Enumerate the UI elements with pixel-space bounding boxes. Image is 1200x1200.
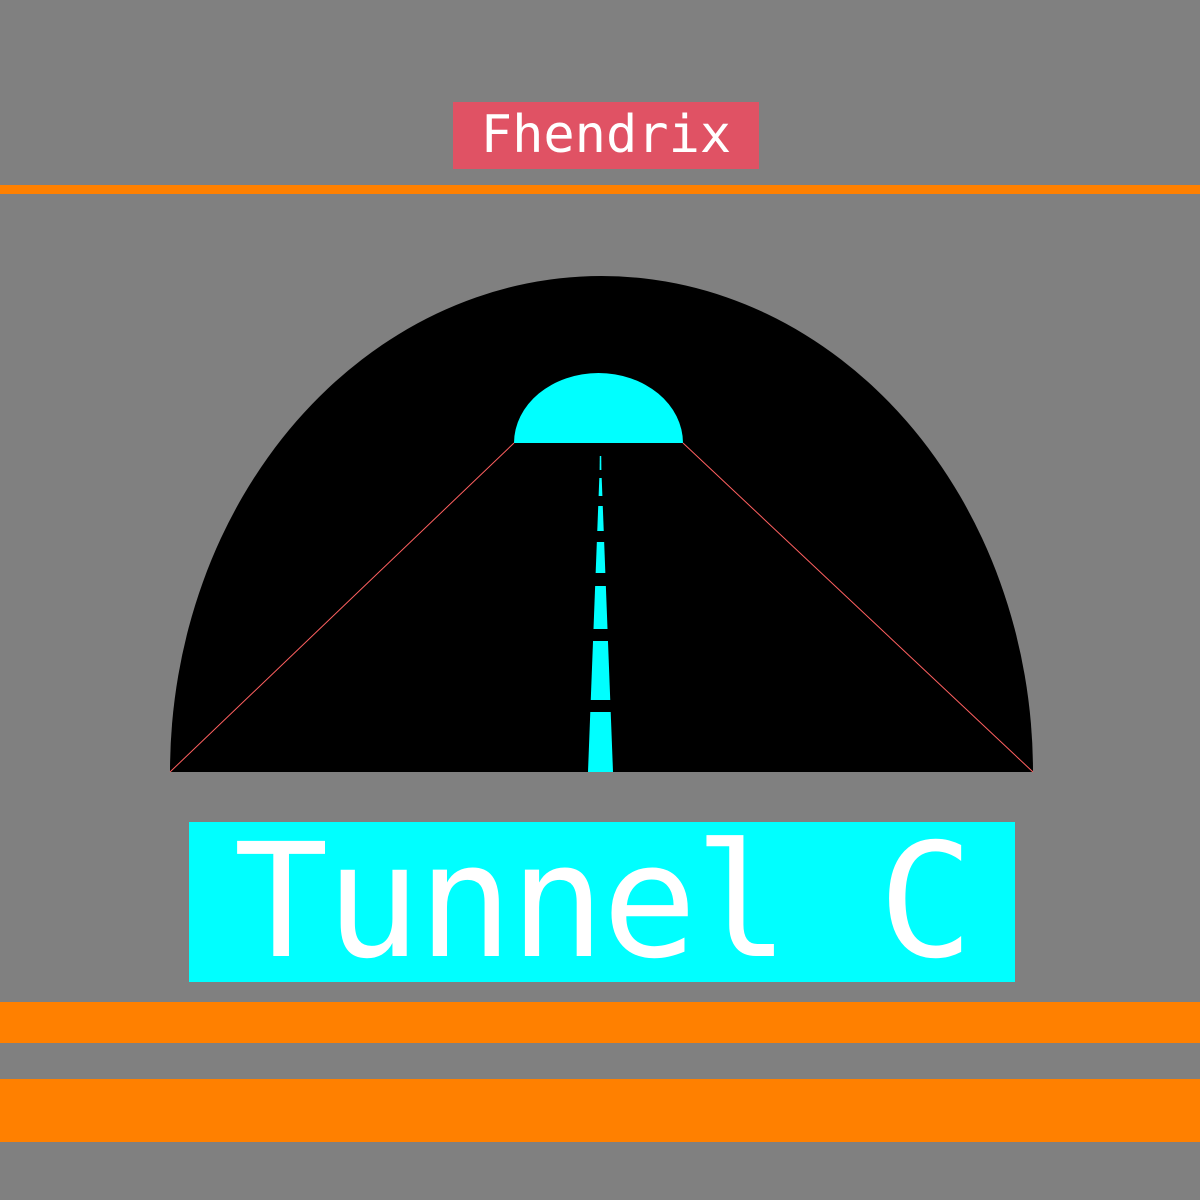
road-edge-right (682, 442, 1034, 773)
road-dash (590, 641, 611, 700)
top-stripe (0, 185, 1200, 194)
road-dash (593, 586, 608, 629)
title-label: Tunnel C (189, 822, 1015, 982)
road-dash (598, 478, 603, 496)
road-dash (587, 712, 614, 772)
road-center-dashes (587, 456, 614, 772)
road-dash (599, 456, 602, 470)
road-dash (597, 506, 604, 531)
road-dash (595, 542, 606, 573)
bottom-stripe-2 (0, 1079, 1200, 1142)
road-edge-left (169, 442, 515, 773)
bottom-stripe-1 (0, 1002, 1200, 1043)
artist-label: Fhendrix (453, 102, 759, 169)
tunnel-light (514, 373, 683, 443)
